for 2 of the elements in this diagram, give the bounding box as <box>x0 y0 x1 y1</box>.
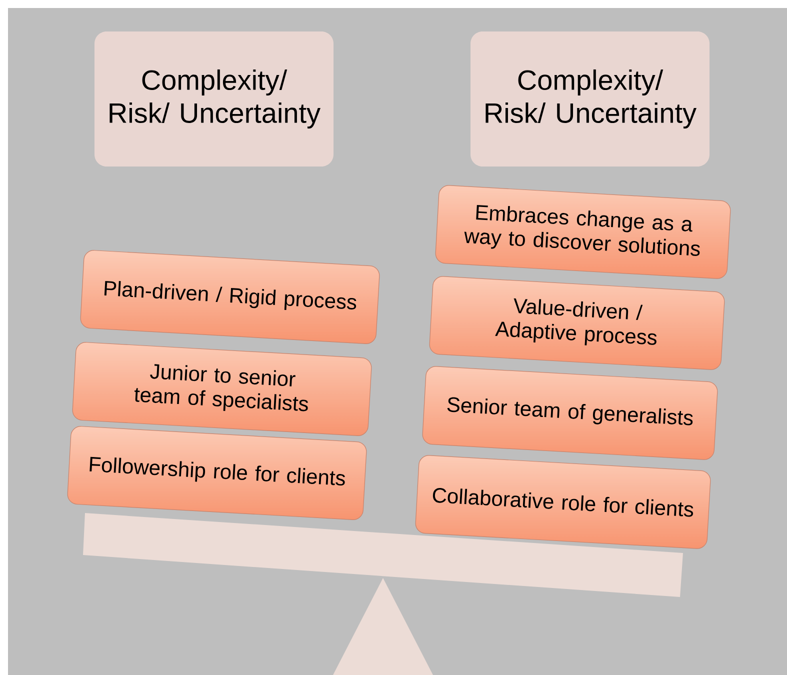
weight-box: Complexity/ Risk/ Uncertainty <box>94 32 334 166</box>
weight-box: Complexity/ Risk/ Uncertainty <box>470 32 710 166</box>
